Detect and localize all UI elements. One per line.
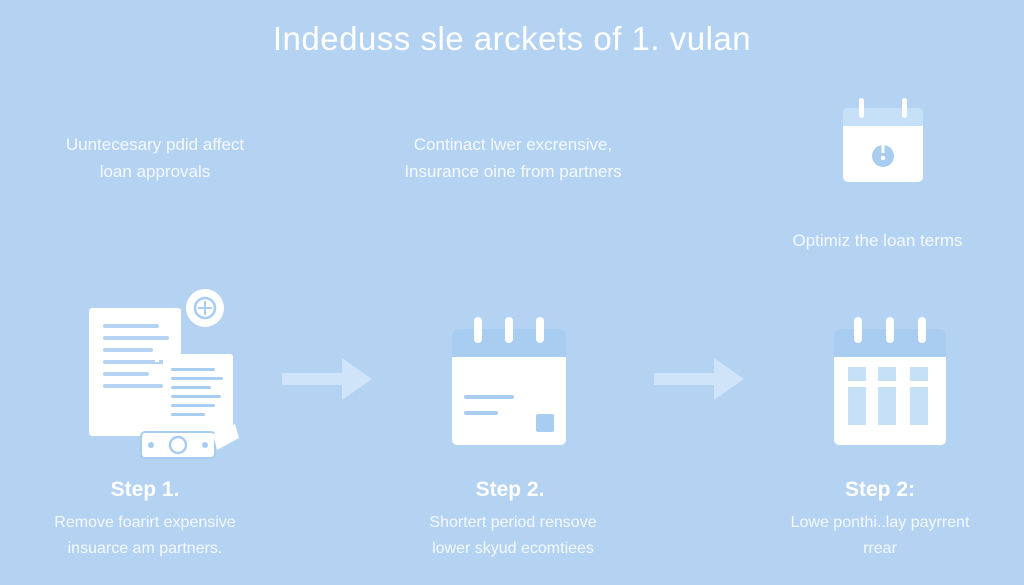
step-3-line-1: Lowe ponthi..lay payrrent — [790, 514, 970, 531]
note-2-line-1: Continact lwer excrensive, — [413, 135, 613, 154]
step-3-line-2: rrear — [863, 540, 897, 557]
step-1-line-2: insuarce am partners. — [67, 540, 223, 557]
note-2-line-2: Insurance oine from partners — [404, 162, 622, 181]
diagram-title: Indeduss sle arckets of 1. vulan — [272, 20, 752, 57]
note-1: Uuntecesary pdid affect loan approvals — [30, 131, 280, 185]
step-2-label: Step 2. — [475, 478, 545, 501]
calendar-card-icon — [448, 315, 572, 447]
note-3: Optimiz the loan terms — [760, 227, 995, 254]
step-1-label: Step 1. — [110, 478, 180, 501]
arrow-right-icon-2 — [654, 356, 746, 402]
step-3-label: Step 2: — [844, 478, 915, 501]
note-2: Continact lwer excrensive, Insurance oin… — [368, 131, 658, 185]
documents-money-icon — [85, 288, 245, 463]
step-3-description: Lowe ponthi..lay payrrent rrear — [755, 510, 1005, 562]
step-2-description: Shortert period rensove lower skyud ecom… — [388, 510, 638, 562]
arrow-right-icon — [282, 356, 374, 402]
note-3-line-1: Optimiz the loan terms — [792, 231, 963, 250]
step-2-line-2: lower skyud ecomtiees — [432, 540, 594, 557]
step-1-description: Remove foarirt expensive insuarce am par… — [20, 510, 270, 562]
note-1-line-2: loan approvals — [99, 162, 211, 181]
note-1-line-1: Uuntecesary pdid affect — [65, 135, 245, 154]
step-2-line-1: Shortert period rensove — [429, 514, 597, 531]
calendar-grid-icon — [828, 315, 952, 447]
calendar-alert-icon — [838, 98, 930, 186]
step-1-line-1: Remove foarirt expensive — [54, 514, 236, 531]
